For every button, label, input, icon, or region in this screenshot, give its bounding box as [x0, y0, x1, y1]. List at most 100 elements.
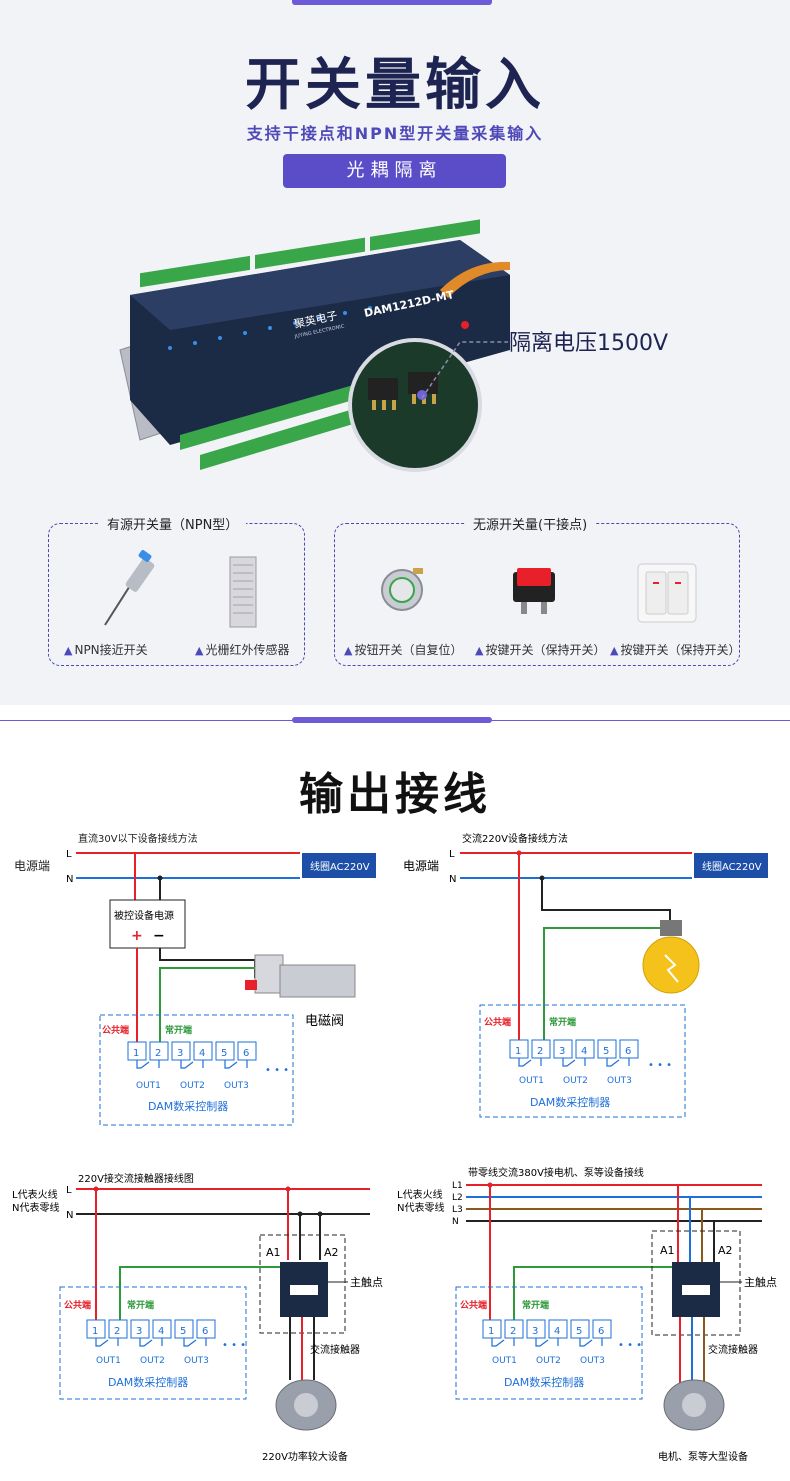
d3-L: L: [66, 1185, 72, 1196]
svg-text:6: 6: [243, 1048, 249, 1059]
group-dry-contact: 无源开关量(干接点): [334, 514, 740, 666]
d1-out3: OUT3: [224, 1081, 249, 1091]
d3-ellipsis: • • •: [222, 1340, 246, 1351]
caption-npn: ▲NPN接近开关: [64, 643, 148, 657]
d3-n-desc: N代表零线: [12, 1201, 59, 1214]
d4-l2: L2: [452, 1193, 463, 1203]
isolation-pointer: [421, 341, 508, 399]
d1-device: 电磁阀: [305, 1014, 344, 1029]
d4-a1: A1: [660, 1244, 675, 1257]
caption-push-button: ▲按钮开关（自复位）: [344, 643, 463, 657]
triangle-icon: ▲: [195, 644, 204, 657]
svg-text:1: 1: [92, 1326, 98, 1337]
d2-ellipsis: • • •: [648, 1060, 672, 1071]
caption-rocker-switch: ▲按键开关（保持开关）: [475, 643, 606, 657]
d3-main-contact: 主触点: [350, 1275, 383, 1289]
group-dry-title: 无源开关量(干接点): [465, 514, 596, 533]
d2-coil: 线圈AC220V: [702, 860, 762, 873]
triangle-icon: ▲: [64, 644, 73, 657]
diagram-380v-motor: 带零线交流380V接电机、泵等设备接线 L代表火线 N代表零线 L1 L2 L3…: [397, 1166, 777, 1463]
d2-out1: OUT1: [519, 1076, 544, 1086]
d3-no: 常开端: [127, 1299, 154, 1311]
d2-common: 公共端: [484, 1016, 511, 1028]
group-active-switch: 有源开关量（NPN型）: [48, 514, 305, 666]
svg-text:5: 5: [221, 1048, 227, 1059]
svg-text:4: 4: [554, 1326, 560, 1337]
d3-N: N: [66, 1210, 73, 1221]
d3-out1: OUT1: [96, 1356, 121, 1366]
svg-text:1: 1: [515, 1046, 521, 1057]
svg-text:2: 2: [114, 1326, 120, 1337]
caption-wall-switch: ▲按键开关（保持开关）: [610, 643, 741, 657]
triangle-icon: ▲: [344, 644, 353, 657]
d3-out2: OUT2: [140, 1356, 165, 1366]
svg-text:4: 4: [581, 1046, 587, 1057]
d1-common: 公共端: [102, 1024, 129, 1036]
d1-out1: OUT1: [136, 1081, 161, 1091]
section-switch-input: 开关量输入 支持干接点和NPN型开关量采集输入 光耦隔离 聚英电子 JUYING: [0, 0, 790, 705]
d1-terminal-labels: 1 2 3 4 5 6: [133, 1048, 249, 1059]
svg-text:6: 6: [625, 1046, 631, 1057]
d4-no: 常开端: [522, 1299, 549, 1311]
svg-text:3: 3: [136, 1326, 142, 1337]
npn-sensor-image: [104, 550, 155, 626]
svg-text:6: 6: [202, 1326, 208, 1337]
d2-out3: OUT3: [607, 1076, 632, 1086]
rocker-switch-image: [513, 568, 555, 614]
d1-controller: DAM数采控制器: [148, 1099, 228, 1113]
svg-text:5: 5: [180, 1326, 186, 1337]
diagram-dc30v: 直流30V以下设备接线方法 电源端 L N 线圈AC220V 被控设备电源 + …: [14, 832, 376, 1126]
d4-n-desc: N代表零线: [397, 1201, 444, 1214]
d3-out3: OUT3: [184, 1356, 209, 1366]
d3-common: 公共端: [64, 1299, 91, 1311]
d1-ellipsis: • • •: [265, 1065, 289, 1076]
d4-l1: L1: [452, 1181, 463, 1191]
section-title: 开关量输入: [245, 53, 545, 118]
d3-controller: DAM数采控制器: [108, 1375, 188, 1389]
push-button-image: [381, 568, 423, 611]
d1-coil: 线圈AC220V: [310, 860, 370, 873]
d1-psu: 被控设备电源: [114, 909, 174, 922]
svg-text:1: 1: [488, 1326, 494, 1337]
device-illustration: 聚英电子 JUYING ELECTRONIC DAM1212D-MT: [119, 219, 510, 472]
output-wiring-title: 输出接线: [299, 769, 491, 820]
svg-text:5: 5: [576, 1326, 582, 1337]
d4-ellipsis: • • •: [618, 1340, 642, 1351]
svg-text:1: 1: [133, 1048, 139, 1059]
d4-a2: A2: [718, 1244, 733, 1257]
triangle-icon: ▲: [475, 644, 484, 657]
svg-text:4: 4: [199, 1048, 205, 1059]
diagram-contactor-220v: 220V接交流接触器接线图 L代表火线 N代表零线 L N A1 A2 主触点 …: [12, 1172, 383, 1463]
d2-N: N: [449, 874, 456, 885]
caption-light-curtain: ▲光栅红外传感器: [195, 643, 290, 657]
svg-text:3: 3: [532, 1326, 538, 1337]
d2-L: L: [449, 849, 455, 860]
d1-no: 常开端: [165, 1024, 192, 1036]
d4-out2: OUT2: [536, 1356, 561, 1366]
d1-minus: −: [153, 928, 165, 944]
section-subtitle: 支持干接点和NPN型开关量采集输入: [246, 124, 544, 143]
d4-out1: OUT1: [492, 1356, 517, 1366]
d4-contactor: 交流接触器: [708, 1343, 758, 1356]
d2-out2: OUT2: [563, 1076, 588, 1086]
group-active-title: 有源开关量（NPN型）: [99, 514, 247, 533]
d3-l-desc: L代表火线: [12, 1188, 58, 1201]
d3-title: 220V接交流接触器接线图: [78, 1172, 194, 1185]
wiring-diagrams: 直流30V以下设备接线方法 电源端 L N 线圈AC220V 被控设备电源 + …: [12, 832, 777, 1463]
d4-title: 带零线交流380V接电机、泵等设备接线: [468, 1166, 644, 1179]
svg-text:2: 2: [155, 1048, 161, 1059]
d2-power-label: 电源端: [403, 859, 439, 873]
svg-text:3: 3: [177, 1048, 183, 1059]
d3-a1: A1: [266, 1246, 281, 1259]
wall-switch-image: [637, 563, 697, 623]
d2-title: 交流220V设备接线方法: [462, 832, 568, 845]
d3-a2: A2: [324, 1246, 339, 1259]
diagram-ac220v: 交流220V设备接线方法 电源端 L N 线圈AC220V 公共端 常开端 • …: [403, 832, 768, 1118]
svg-text:2: 2: [537, 1046, 543, 1057]
d1-out2: OUT2: [180, 1081, 205, 1091]
section-divider-accent: [292, 717, 492, 723]
isolation-badge: 光耦隔离: [283, 154, 506, 188]
svg-text:6: 6: [598, 1326, 604, 1337]
